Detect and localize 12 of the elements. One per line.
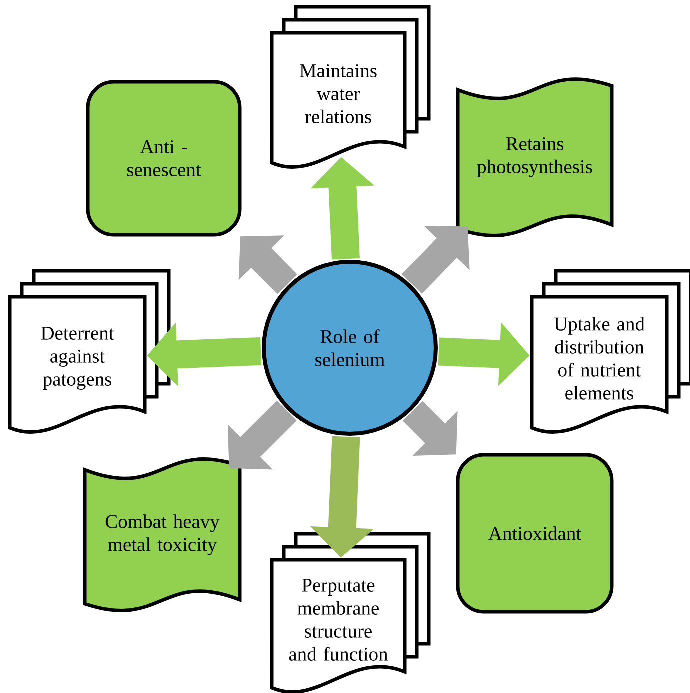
rounded-box: Anti - senescent	[86, 80, 242, 237]
rounded-box: Antioxidant	[456, 453, 614, 614]
document-stack: Perputate membrane structure and function	[270, 532, 431, 693]
node-label: Uptake and distribution of nutrient elements	[554, 317, 645, 400]
block-arrow	[238, 236, 298, 294]
wave-banner: Combat heavy metal toxicity	[83, 458, 242, 612]
block-arrow	[402, 401, 458, 456]
document-stack: Maintains water relations	[270, 5, 431, 169]
wave-banner: Retains photosynthesis	[456, 78, 614, 238]
document-stack: Deterrent against patogens	[8, 269, 171, 434]
circle-node: Role of selenium	[262, 260, 438, 436]
document-stack: Uptake and distribution of nutrient elements	[530, 269, 690, 434]
